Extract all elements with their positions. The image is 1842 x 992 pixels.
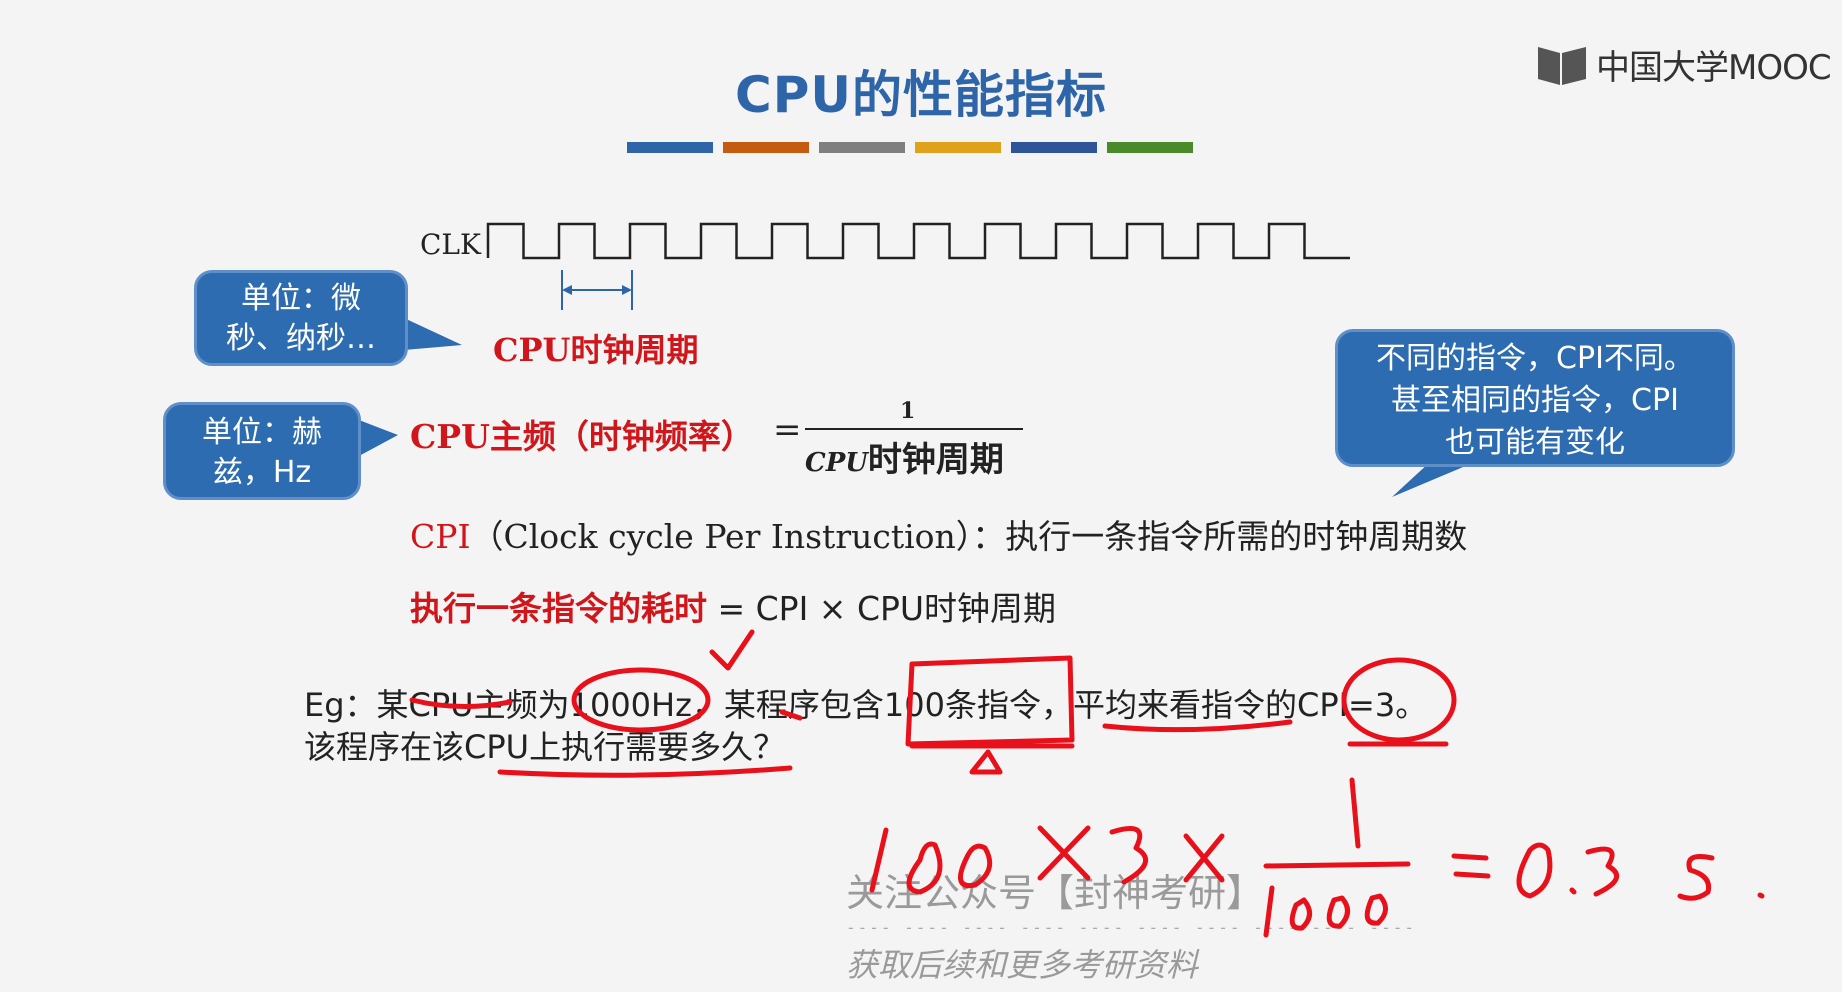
calc-100-0a — [906, 841, 943, 895]
exec-time-label: 执行一条指令的耗时 — [410, 589, 707, 628]
title-color-bar — [627, 142, 1193, 153]
circle-cpi3 — [1341, 657, 1457, 743]
calc-times-2 — [1183, 833, 1225, 883]
calc-fraction-num — [1349, 777, 1361, 849]
watermark-divider: ---- ---- ---- ---- ---- ---- ---- ---- … — [846, 918, 1417, 937]
color-bar-segment — [723, 142, 809, 153]
callout-period-unit-text: 单位：微 秒、纳秒… — [226, 281, 376, 356]
cpi-abbr: CPI — [410, 517, 471, 556]
mooc-book-icon — [1538, 46, 1586, 85]
watermark-line-2: 获取后续和更多考研资料 — [846, 946, 1199, 984]
fraction-denominator-rest: 时钟周期 — [867, 440, 1004, 480]
color-bar-segment — [627, 142, 713, 153]
calc-3 — [1109, 826, 1149, 885]
cpu-frequency-label: CPU主频（时钟频率） — [410, 417, 754, 456]
callout-cpi-note-text: 不同的指令，CPI不同。 甚至相同的指令，CPI 也可能有变化 — [1376, 341, 1694, 460]
circle-1000hz — [571, 667, 711, 733]
logo-text: 中国大学MOOC — [1596, 48, 1832, 88]
slide-title: CPU的性能指标 — [735, 66, 1107, 124]
fraction-denominator: CPU时钟周期 — [805, 432, 1004, 481]
calc-times-1 — [1037, 825, 1091, 881]
calc-equals — [1451, 853, 1491, 879]
example-line-2: 该程序在该CPU上执行需要多久？ — [304, 728, 786, 766]
callout-frequency-unit: 单位：赫 兹，Hz — [163, 402, 361, 500]
callout-frequency-unit-text: 单位：赫 兹，Hz — [202, 415, 322, 490]
calc-result-dot — [1569, 887, 1577, 895]
box-100-instructions — [905, 655, 1075, 747]
calc-100-0b — [958, 843, 993, 889]
calc-result-0 — [1516, 842, 1553, 899]
callout-period-unit: 单位：微 秒、纳秒… — [194, 270, 408, 366]
cpu-clock-period-label: CPU时钟周期 — [493, 331, 699, 369]
calc-fraction-bar — [1263, 861, 1411, 869]
calc-result-3 — [1585, 846, 1620, 897]
frequency-equals: = — [773, 410, 802, 450]
mooc-logo: 中国大学MOOC — [1536, 40, 1832, 89]
cpi-definition-text: （Clock cycle Per Instruction）：执行一条指令所需的时… — [470, 517, 1468, 556]
color-bar-segment — [819, 142, 905, 153]
color-bar-segment — [1011, 142, 1097, 153]
exec-time-formula: 执行一条指令的耗时 = CPI × CPU时钟周期 — [410, 582, 1056, 630]
calc-100-1 — [869, 827, 889, 893]
check-mark — [709, 629, 755, 671]
color-bar-segment — [1107, 142, 1193, 153]
calc-fraction-den — [1263, 885, 1388, 938]
color-bar-segment — [915, 142, 1001, 153]
fraction-denominator-cpu: CPU — [805, 448, 868, 478]
exec-time-expression: = CPI × CPU时钟周期 — [717, 589, 1057, 628]
clk-label: CLK — [420, 228, 481, 261]
calc-result-period — [1757, 892, 1765, 899]
cpi-definition: CPI（Clock cycle Per Instruction）：执行一条指令所… — [410, 510, 1467, 558]
fraction-bar — [805, 428, 1023, 430]
fraction-numerator: 1 — [900, 398, 916, 424]
calc-result-s — [1677, 854, 1715, 901]
delta-mark — [969, 749, 1003, 775]
callout-cpi-note: 不同的指令，CPI不同。 甚至相同的指令，CPI 也可能有变化 — [1335, 329, 1735, 467]
